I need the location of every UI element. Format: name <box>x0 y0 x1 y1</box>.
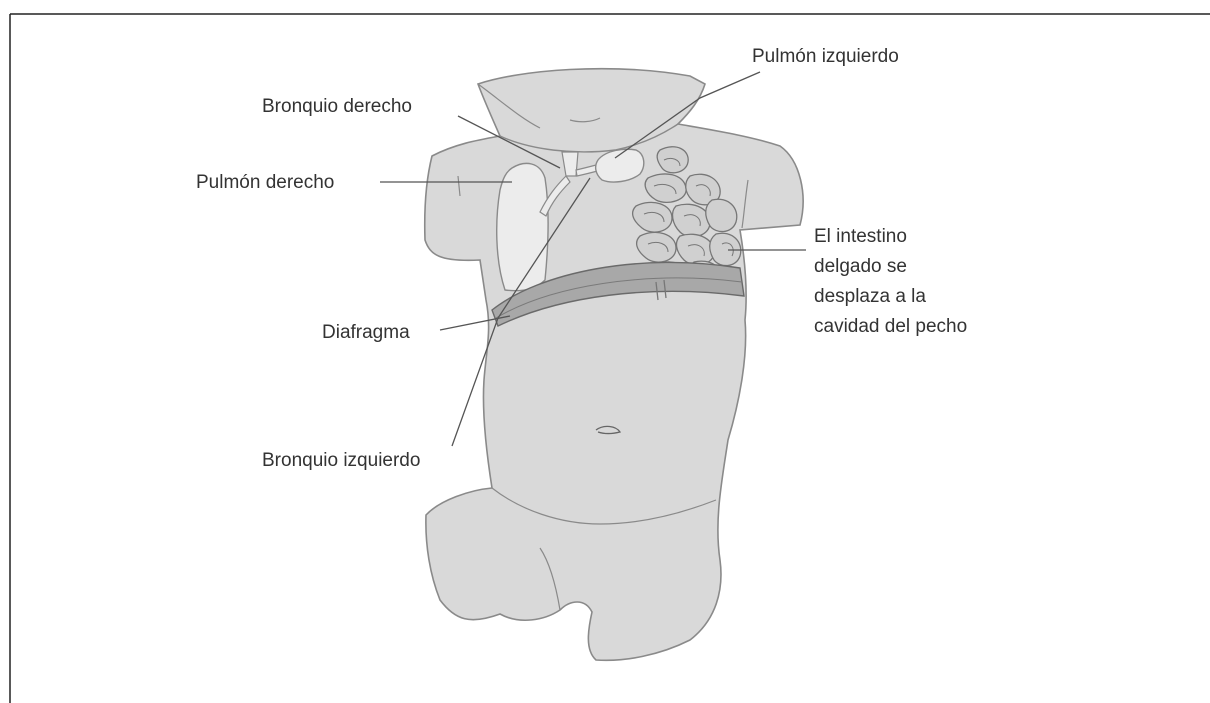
label-pulmon-derecho: Pulmón derecho <box>196 172 334 193</box>
label-diafragma: Diafragma <box>322 322 410 343</box>
label-pulmon-izquierdo: Pulmón izquierdo <box>752 46 899 67</box>
label-bronquio-izquierdo: Bronquio izquierdo <box>262 450 420 471</box>
label-intestino-line-1: El intestino <box>814 226 907 247</box>
label-intestino-line-2: delgado se <box>814 256 907 277</box>
label-intestino-line-3: desplaza a la <box>814 286 926 307</box>
label-bronquio-derecho: Bronquio derecho <box>262 96 412 117</box>
label-intestino-line-4: cavidad del pecho <box>814 316 967 337</box>
